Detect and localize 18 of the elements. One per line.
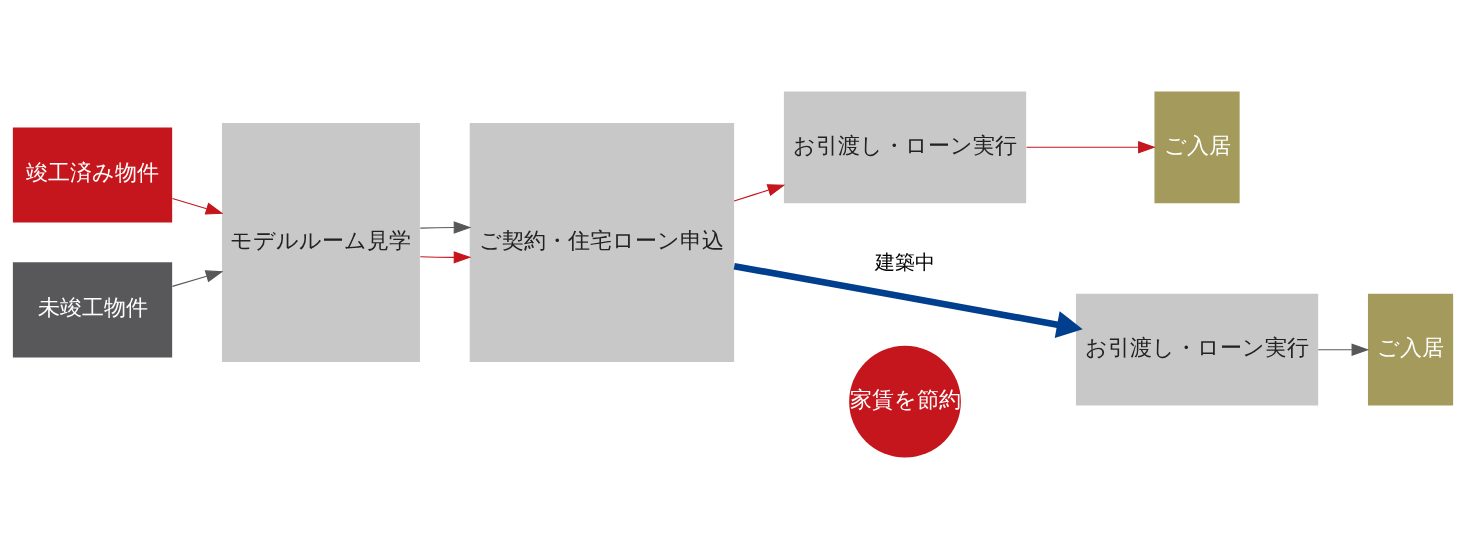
- arrow: [733, 183, 786, 202]
- node-box: モデルルーム見学: [221, 122, 420, 362]
- arrow: [171, 197, 224, 215]
- arrow: [1317, 343, 1370, 356]
- edge-label: 建築中: [875, 250, 936, 274]
- node-circle: 家賃を節約: [849, 345, 961, 458]
- node-box: ご入居: [1367, 293, 1454, 406]
- arrow: [419, 220, 472, 234]
- node-box: お引渡し・ローン実行: [1075, 293, 1319, 406]
- node-box: 竣工済み物件: [12, 126, 173, 222]
- node-box: お引渡し・ローン実行: [783, 90, 1027, 203]
- arrow: [171, 269, 224, 287]
- node-box: ご入居: [1154, 90, 1240, 203]
- node-box: ご契約・住宅ローン申込: [469, 122, 735, 362]
- node-box: 未竣工物件: [12, 261, 173, 357]
- arrow: [419, 250, 472, 264]
- arrow: [733, 262, 1083, 338]
- arrow: [1025, 140, 1156, 153]
